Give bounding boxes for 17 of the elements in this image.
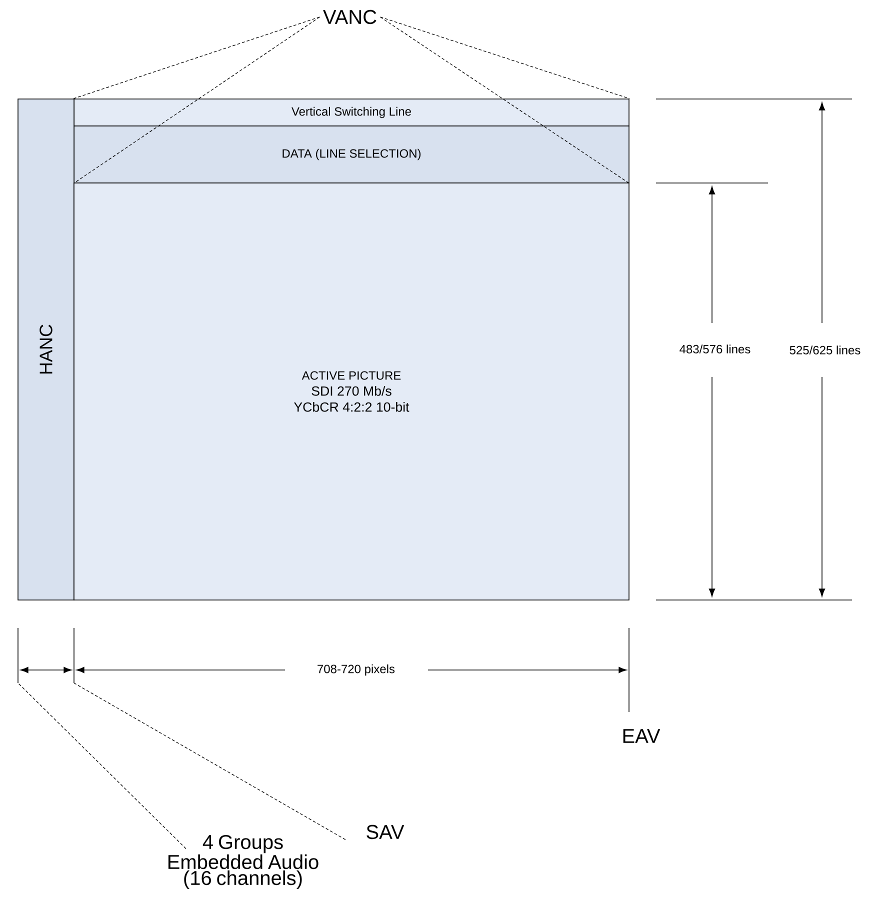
band: HANC — [18, 98, 74, 600]
dimension-label: 483/576 lines — [678, 343, 752, 355]
picture-area: ACTIVE PICTURE SDI 270 Mb/s YCbCR 4:2:2 10-bit — [74, 182, 630, 600]
leader-line — [380, 16, 630, 184]
leader-line — [380, 16, 630, 99]
callout-text: VANC — [323, 10, 376, 24]
leader-line — [18, 682, 186, 850]
dimension-label: 525/625 lines — [788, 344, 862, 356]
band: DATA (LINE SELECTION) — [74, 126, 630, 184]
dimension-label: 708-720 pixels — [316, 663, 396, 677]
leader-line — [73, 16, 320, 99]
leader-line — [73, 16, 320, 184]
callout-text: EAV — [620, 728, 662, 744]
callout-text: 4 Groups Embedded Audio (16 channels) — [168, 834, 318, 890]
callout-text: SAV — [366, 824, 404, 840]
band: Vertical Switching Line — [74, 98, 630, 126]
leader-line — [74, 682, 346, 840]
